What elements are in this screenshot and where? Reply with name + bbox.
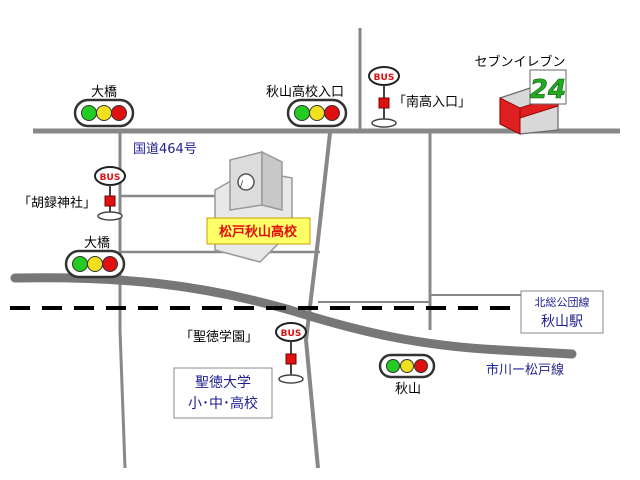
bus-stop-icon: BUS	[368, 66, 400, 128]
koroku-jinja-label: 「胡録神社」	[18, 195, 96, 211]
bus-stop-icon: BUS	[94, 166, 126, 221]
seitoku-university-box	[173, 367, 273, 419]
road-left-vertical	[118, 133, 127, 469]
school-building-icon: /	[214, 150, 293, 263]
ichikawa-matsudo-label: 市川ー松戸線	[486, 362, 564, 378]
akiyama-koukou-iriguchi-label: 秋山高校入口	[266, 84, 344, 100]
akiyama-label: 秋山	[395, 382, 421, 397]
akiyama-station-label: 秋山駅	[541, 314, 583, 330]
bus-sign-text: BUS	[100, 173, 121, 183]
traffic-signal-icon	[378, 353, 436, 379]
seven-eleven-label: セブンイレブン	[474, 54, 565, 70]
seitoku-university-line1: 聖徳大学	[195, 375, 251, 391]
seitoku-university-line2: 小･中･高校	[188, 395, 258, 412]
store-sign-24: 24	[530, 75, 566, 105]
bus-sign-text: BUS	[281, 329, 302, 339]
school-label: 松戸秋山高校	[219, 224, 298, 240]
seitoku-gakuen-label: 「聖徳学園」	[180, 329, 258, 345]
school-label-box	[206, 217, 311, 245]
traffic-signal-icon	[73, 98, 135, 128]
road-center-vertical	[303, 132, 332, 469]
convenience-store-icon: 24	[499, 69, 567, 135]
ohashi-mid-label: 大橋	[84, 236, 110, 251]
akiyama-station-box	[520, 290, 604, 334]
road-ichikawa-matsudo	[10, 273, 577, 359]
bus-stop-icon: BUS	[275, 322, 307, 384]
traffic-signal-icon	[286, 98, 348, 128]
route-464-label: 国道464号	[133, 142, 197, 157]
minamitaka-iriguchi-label: 「南高入口」	[393, 94, 471, 110]
hokuso-line-label: 北総公団線	[535, 295, 590, 309]
ohashi-top-label: 大橋	[91, 85, 117, 100]
svg-text:/: /	[240, 180, 244, 190]
traffic-signal-icon	[64, 249, 126, 279]
bus-sign-text: BUS	[374, 73, 395, 83]
